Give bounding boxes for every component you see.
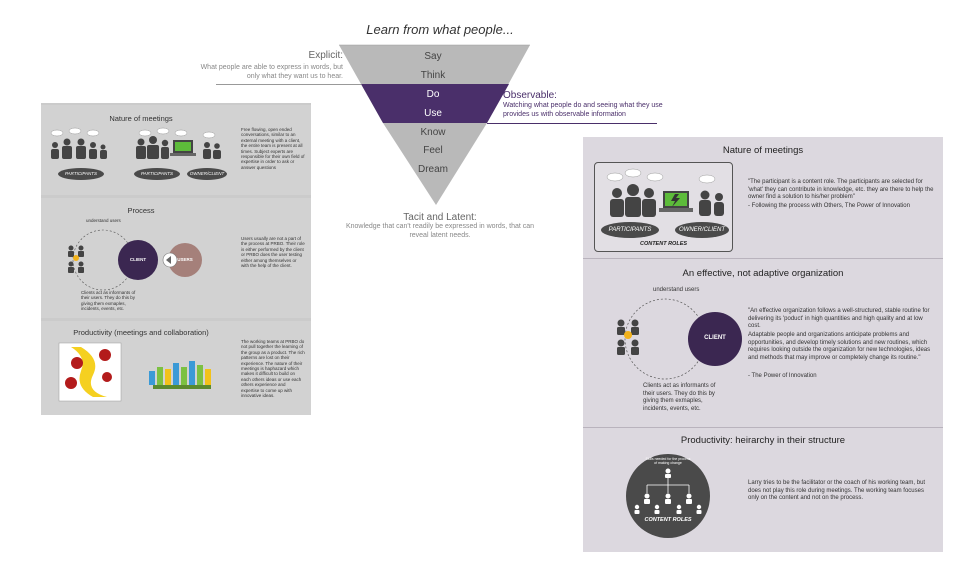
right-participants-oval: PARTICIPANTS bbox=[601, 222, 659, 238]
right-productivity-title: Productivity: heirarchy in their structu… bbox=[680, 435, 846, 446]
observable-text: Watching what people do and seeing what … bbox=[503, 102, 663, 118]
hierarchy-diagram bbox=[626, 454, 710, 538]
users-cluster-icon bbox=[68, 245, 84, 273]
left-users-label: USERS bbox=[177, 257, 193, 262]
tacit-heading: Tacit and Latent: bbox=[403, 212, 477, 223]
laptop-icon bbox=[659, 191, 693, 212]
left-nature-text: Free flowing, open ended conversations, … bbox=[241, 127, 305, 170]
users-cluster-icon bbox=[617, 319, 639, 355]
funnel-level-do: Do bbox=[426, 89, 440, 100]
right-informants-text: Clients act as informants of their users… bbox=[643, 383, 716, 412]
right-divider-2 bbox=[583, 427, 943, 428]
observable-rule bbox=[487, 123, 657, 124]
participants-icon bbox=[136, 136, 169, 159]
right-organization-title: An effective, not adaptive organization bbox=[682, 268, 844, 279]
left-informants-text: Clients act as informants of their users… bbox=[81, 290, 136, 312]
left-process-diagram bbox=[68, 229, 202, 291]
funnel-level-say: Say bbox=[424, 51, 442, 62]
left-productivity-title: Productivity (meetings and collaboration… bbox=[73, 328, 209, 337]
explicit-rule bbox=[216, 84, 361, 85]
funnel-level-dream: Dream bbox=[417, 164, 448, 175]
hierarchy-top-label: Skills needed for the process of making … bbox=[645, 457, 691, 465]
right-organization-quote-2: Adaptable people and organizations antic… bbox=[748, 332, 931, 361]
funnel-level-feel: Feel bbox=[423, 145, 443, 156]
people-group-icon bbox=[51, 138, 107, 159]
hierarchy-content-roles: CONTENT ROLES bbox=[644, 517, 692, 523]
right-divider-1 bbox=[583, 258, 943, 259]
left-participants-oval: PARTICIPANTS bbox=[58, 168, 104, 180]
left-panel: Nature of meetings bbox=[41, 103, 311, 415]
right-organization-diagram bbox=[617, 298, 742, 380]
right-nature-source: - Following the process with Others, The… bbox=[748, 203, 910, 209]
left-participants-oval-2: PARTICIPANTS bbox=[134, 168, 180, 180]
left-productivity-section: Productivity (meetings and collaboration… bbox=[41, 321, 311, 415]
tacit-text: Knowledge that can't readily be expresse… bbox=[345, 223, 535, 239]
right-organization-source: - The Power of Innovation bbox=[748, 373, 817, 379]
left-productivity-text: The working teams at PRBO do not pull to… bbox=[241, 339, 305, 399]
left-productivity-illustration bbox=[58, 342, 211, 402]
funnel-level-use: Use bbox=[424, 108, 442, 119]
explicit-text: What people are able to express in words… bbox=[200, 64, 343, 80]
right-nature-title: Nature of meetings bbox=[722, 145, 804, 156]
funnel-observable-band bbox=[361, 84, 509, 123]
left-process-section: Process understand users CLIENT USERS Cl… bbox=[41, 198, 311, 318]
arrow-left-icon bbox=[166, 256, 171, 264]
owner-icon bbox=[203, 142, 221, 159]
right-understand-users: understand users bbox=[653, 287, 700, 293]
left-nature-illustration bbox=[50, 127, 221, 159]
right-owner-oval: OWNER/CLIENT bbox=[675, 222, 729, 238]
right-nature-quote: "The participant is a content role. The … bbox=[748, 179, 934, 201]
left-understand-users: understand users bbox=[86, 218, 121, 223]
funnel-level-know: Know bbox=[420, 127, 446, 138]
right-productivity-text: Larry tries to be the facilitator or the… bbox=[748, 480, 926, 502]
left-process-title: Process bbox=[127, 206, 155, 215]
right-organization-quote: "An effective organization follows a wel… bbox=[748, 308, 930, 330]
owner-icon bbox=[699, 190, 724, 216]
funnel-level-think: Think bbox=[420, 70, 446, 81]
participants-icon bbox=[610, 184, 656, 217]
left-client-label: CLIENT bbox=[129, 257, 147, 262]
funnel-title: Learn from what people... bbox=[366, 22, 514, 37]
laptop-icon bbox=[170, 140, 196, 156]
content-roles-box: PARTICIPANTS OWNER/CLIENT CONTENT ROLES bbox=[594, 162, 733, 252]
right-content-roles-label: CONTENT ROLES bbox=[639, 241, 688, 247]
right-nature-illustration bbox=[606, 168, 724, 217]
right-panel: Nature of meetings PARTICIPANTS O bbox=[583, 137, 943, 552]
left-nature-section: Nature of meetings bbox=[41, 105, 311, 195]
explicit-heading: Explicit: bbox=[308, 50, 343, 61]
team-members-icon bbox=[634, 468, 702, 514]
left-nature-title: Nature of meetings bbox=[109, 114, 173, 123]
funnel-tacit-band bbox=[383, 123, 487, 205]
observable-heading: Observable: bbox=[503, 90, 557, 101]
right-client-label: CLIENT bbox=[704, 335, 726, 341]
left-process-text: Users usually are not a part of the proc… bbox=[241, 236, 305, 269]
blocks-icon bbox=[149, 361, 211, 389]
left-owner-oval: OWNER/CLIENT bbox=[187, 168, 227, 180]
